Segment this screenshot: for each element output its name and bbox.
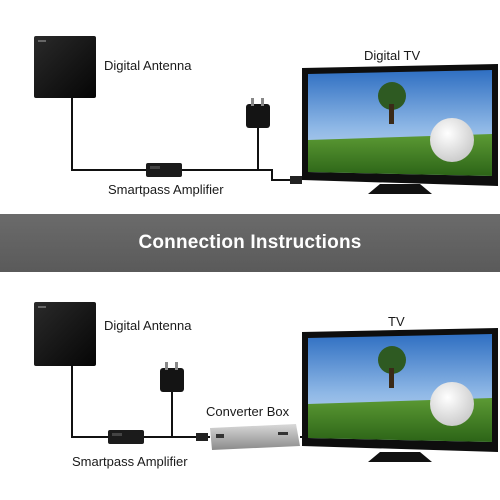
bottom-tv-label: TV [388,314,405,329]
bottom-coax-connector-icon [196,433,208,441]
top-antenna-label: Digital Antenna [104,58,192,73]
top-tv-label: Digital TV [364,48,421,63]
top-coax-connector-icon [290,176,302,184]
top-amplifier-icon [146,163,182,177]
top-amplifier-label: Smartpass Amplifier [108,182,224,197]
top-tv-icon [302,64,498,194]
bottom-antenna-icon [34,302,96,366]
converter-box-icon [210,424,300,450]
top-power-cable [180,128,259,171]
top-tv-cable [180,169,300,181]
bottom-amplifier-icon [108,430,144,444]
bottom-antenna-label: Digital Antenna [104,318,192,333]
bottom-antenna-cable [71,366,110,438]
bottom-power-adapter-icon [160,362,184,392]
converter-box-label: Converter Box [206,404,290,419]
top-antenna-icon [34,36,96,98]
banner-title: Connection Instructions [138,232,362,253]
top-cables [71,96,300,181]
bottom-power-cable [142,392,173,438]
bottom-amplifier-label: Smartpass Amplifier [72,454,188,469]
banner [0,214,500,272]
top-antenna-cable [71,96,148,171]
top-power-adapter-icon [246,98,270,128]
bottom-tv-icon [302,328,498,462]
